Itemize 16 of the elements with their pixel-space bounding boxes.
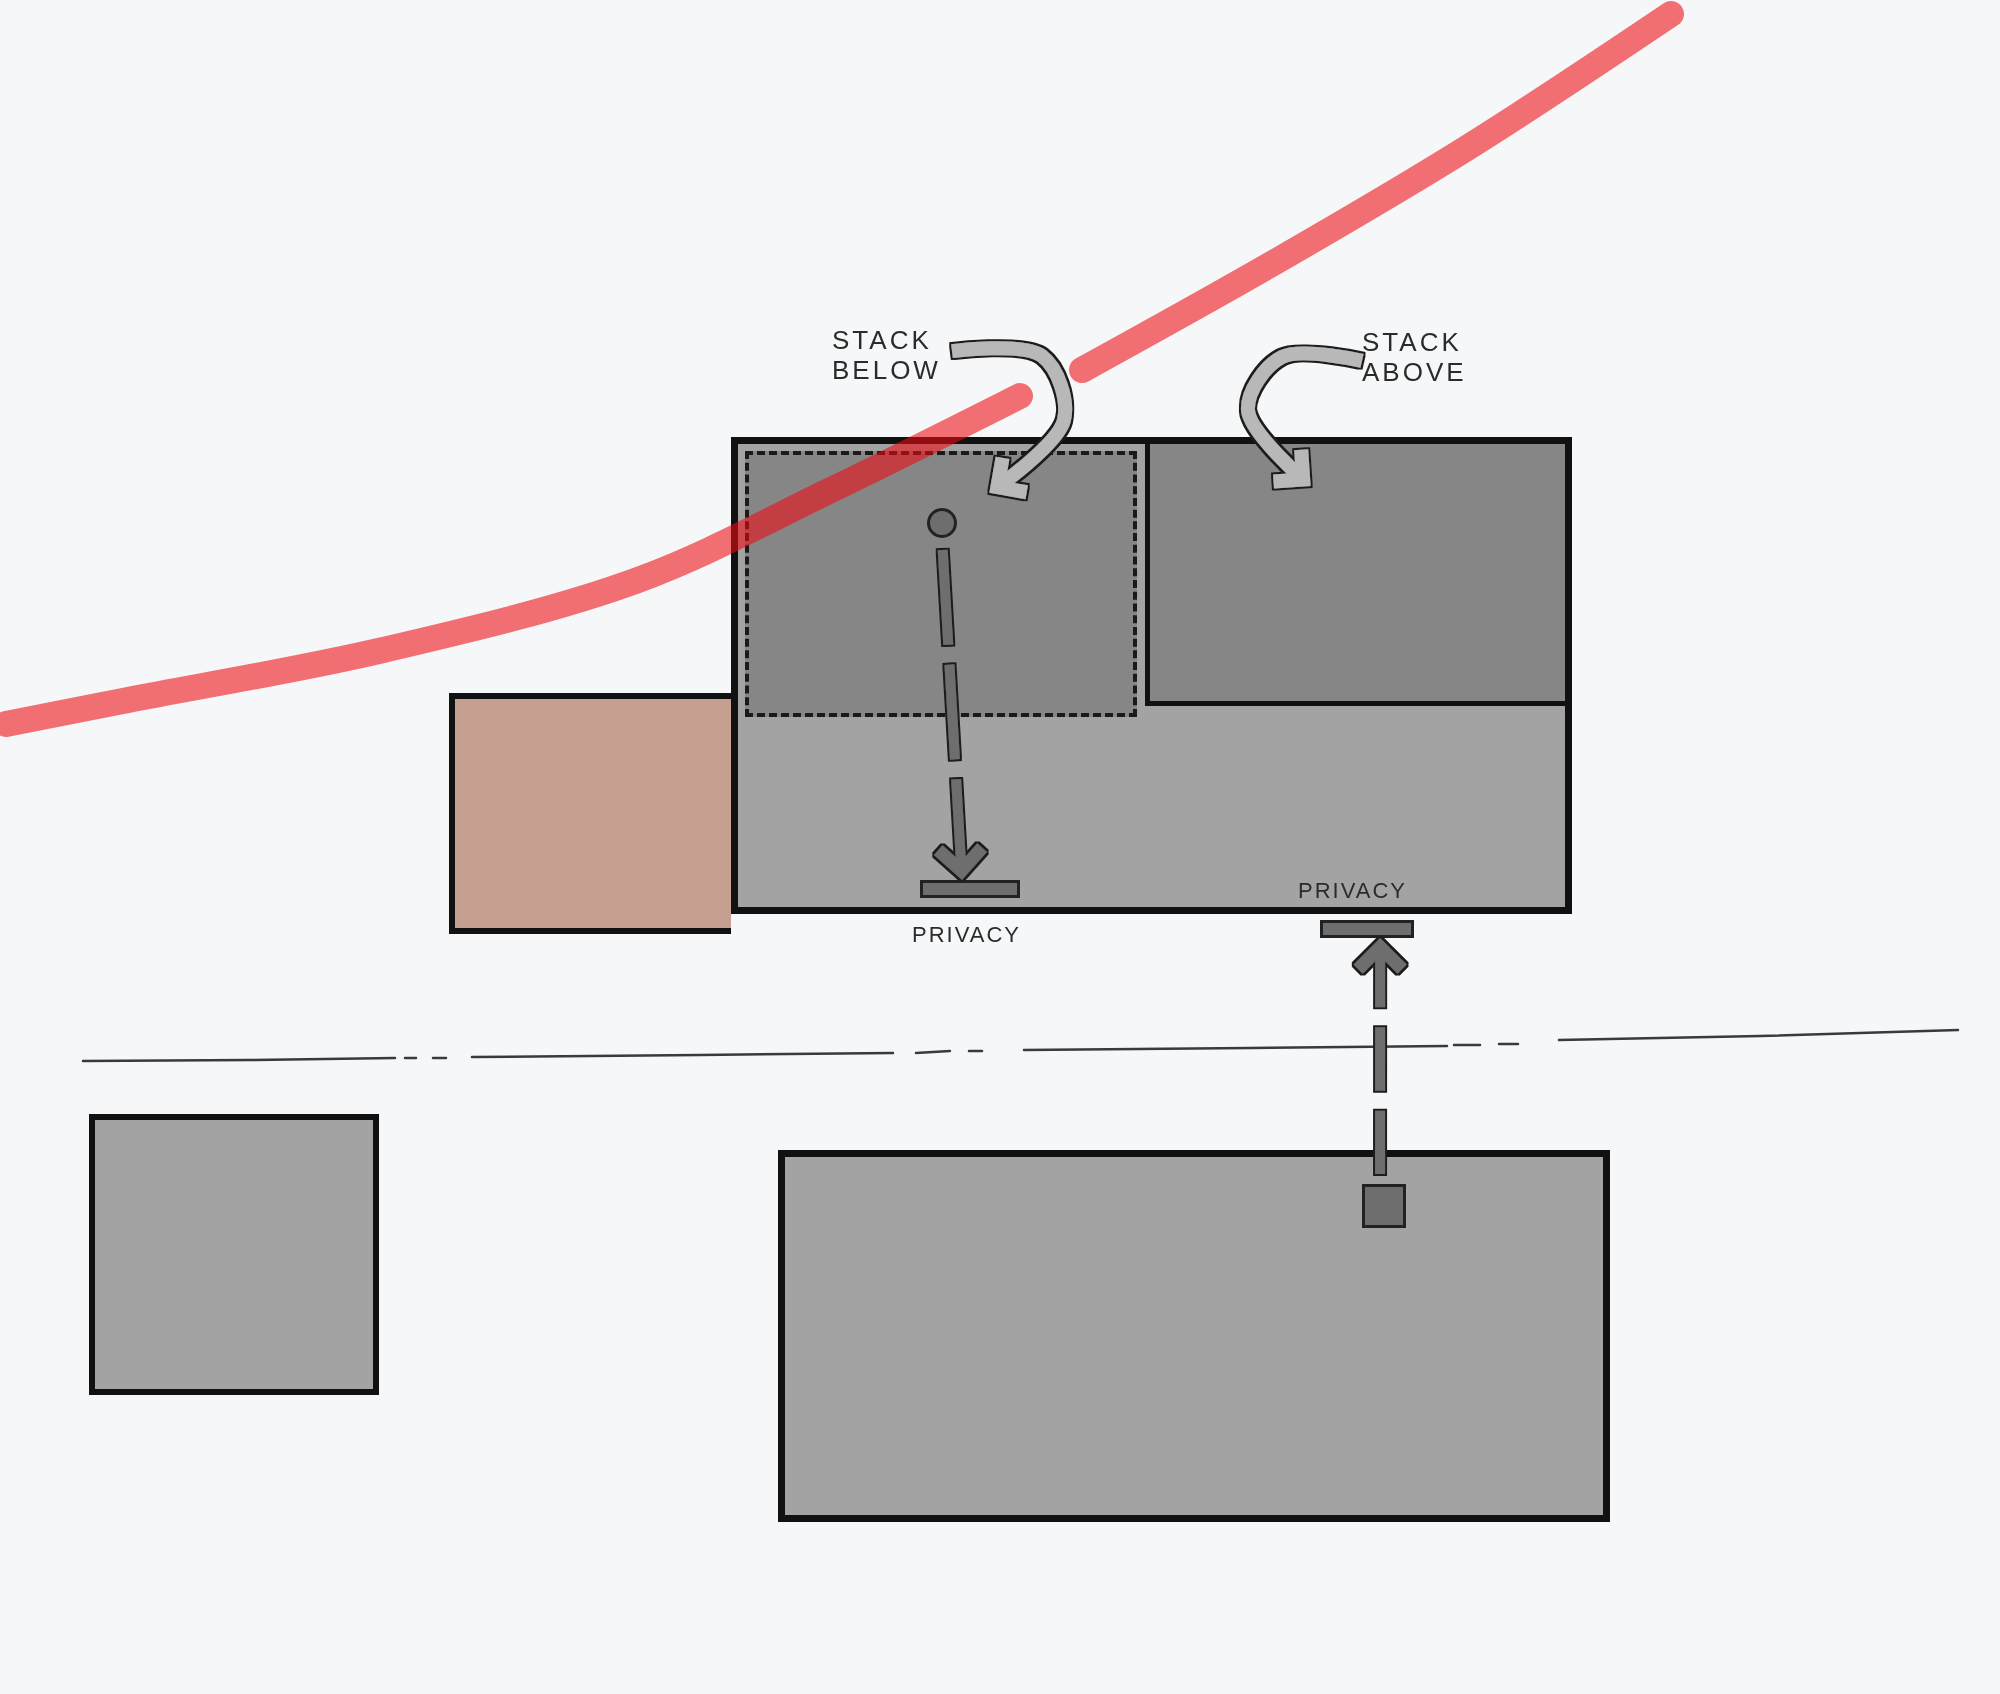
curved-arrow <box>951 341 1073 500</box>
annex-block <box>449 693 731 934</box>
square-icon <box>1362 1184 1406 1228</box>
building-block <box>778 1150 1610 1522</box>
annotation-label: STACK ABOVE <box>1362 328 1482 388</box>
dot-icon <box>927 508 957 538</box>
screen-bar <box>1320 920 1414 938</box>
curved-arrow <box>1241 346 1364 489</box>
annotation-label: PRIVACY <box>1298 878 1407 904</box>
dashed-zone <box>745 451 1137 717</box>
building-block <box>89 1114 379 1395</box>
annotation-label: PRIVACY <box>912 922 1021 948</box>
shaded-zone <box>1145 444 1565 706</box>
building-block <box>731 437 1572 914</box>
annotation-label: STACK BELOW <box>832 326 952 386</box>
screen-bar <box>920 880 1020 898</box>
